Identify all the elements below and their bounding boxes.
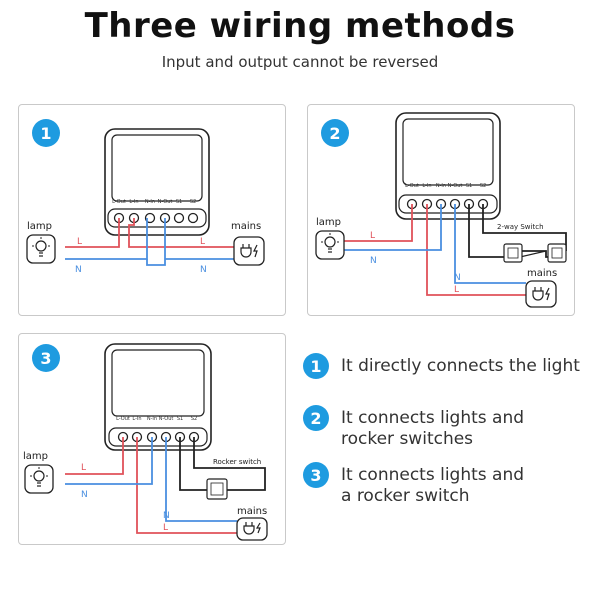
description-item-1: 1 It directly connects the light	[303, 353, 591, 379]
wire-neutral-lamp	[65, 437, 153, 485]
step-badge-3	[32, 344, 60, 372]
lamp-icon	[26, 234, 56, 264]
terminal-label: S1	[466, 183, 472, 189]
wire-label-n: N	[81, 490, 88, 500]
description-text: It connects lights and rocker switches	[341, 408, 525, 449]
page-subtitle: Input and output cannot be reversed	[161, 53, 439, 71]
mains-label: mains	[527, 268, 557, 279]
wire-neutral-bridge	[146, 218, 166, 266]
wire-label-l: L	[454, 285, 459, 295]
terminal-block	[398, 194, 498, 214]
module-face	[111, 349, 205, 417]
wire-label-l: L	[77, 237, 82, 247]
terminal-label: L-In	[132, 416, 141, 422]
wire-label-n: N	[200, 265, 207, 275]
wire-label-n: N	[75, 265, 82, 275]
switch-label: Rocker switch	[213, 458, 261, 466]
terminal-label: N-In	[145, 199, 155, 205]
mains-plug-icon	[525, 280, 557, 308]
terminal-label: S1	[177, 416, 183, 422]
switch-label: 2-way Switch	[497, 223, 544, 231]
wire-label-l: L	[200, 237, 205, 247]
description-number-badge: 1	[303, 353, 329, 379]
wire-live-mains	[426, 204, 526, 296]
wire-live-lamp	[65, 437, 124, 475]
terminal-label: N-In	[147, 416, 157, 422]
wire-label-n: N	[370, 256, 377, 266]
step-badge-1	[32, 119, 60, 147]
step-badge-number: 1	[40, 124, 51, 143]
wire-label-l: L	[81, 463, 86, 473]
terminal-label: L-Out	[112, 199, 126, 205]
description-number-badge: 3	[303, 462, 329, 488]
wire-s1	[179, 437, 207, 491]
description-number-badge: 2	[303, 405, 329, 431]
lamp-icon	[315, 230, 345, 260]
mains-label: mains	[237, 506, 267, 517]
terminal-label: N-Out	[158, 199, 173, 205]
terminal-label: N-In	[436, 183, 446, 189]
step-badge-number: 3	[40, 349, 51, 368]
two-way-switch-icon	[503, 243, 567, 263]
wire-neutral-mains	[165, 437, 237, 522]
terminal-label: N-Out	[448, 183, 463, 189]
wiring-diagram-2: 2 L-Out L-In N-In N-Out S1 S2 2-way Swit	[315, 112, 567, 308]
mains-label: mains	[231, 221, 261, 232]
page-title: Three wiring methods	[84, 6, 516, 46]
wire-label-n: N	[454, 273, 461, 283]
description-text: It connects lights and a rocker switch	[341, 465, 525, 506]
wire-label-l: L	[370, 231, 375, 241]
rocker-switch-icon	[206, 478, 228, 500]
terminal-label: L-Out	[405, 183, 419, 189]
wiring-diagram-3: 3 L-Out L-In N-In N-Out S1 S2 Rocker swi…	[23, 343, 268, 541]
wiring-panel-2: 2 L-Out L-In N-In N-Out S1 S2 2-way Swit	[307, 104, 575, 316]
module-face	[402, 118, 494, 186]
lamp-icon	[24, 464, 54, 494]
wire-live-mains	[136, 437, 237, 534]
terminal-label: L-Out	[116, 416, 130, 422]
wire-neutral-lamp	[344, 204, 442, 251]
terminal-label: S2	[190, 199, 196, 205]
terminal-label: S1	[176, 199, 182, 205]
wire-live-lamp	[65, 218, 120, 248]
terminal-label: N-Out	[159, 416, 174, 422]
module-face	[111, 134, 203, 202]
wire-s2	[482, 204, 567, 251]
wire-neutral-mains	[454, 204, 526, 284]
wiring-diagram-1: 1 L-Out L-In N-In N-Out S1 S2 L N L	[26, 119, 265, 275]
description-item-3: 3 It connects lights and a rocker switch	[303, 462, 536, 507]
step-badge-2	[321, 119, 349, 147]
wire-s2	[193, 437, 266, 491]
step-badge-number: 2	[329, 124, 340, 143]
lamp-label: lamp	[23, 451, 48, 462]
terminal-label: L-In	[422, 183, 431, 189]
wiring-panel-3: 3 L-Out L-In N-In N-Out S1 S2 Rocker swi…	[18, 333, 286, 545]
terminal-label: S2	[480, 183, 486, 189]
description-text: It directly connects the light	[341, 356, 580, 376]
mains-plug-icon	[236, 517, 268, 541]
mains-plug-icon	[233, 236, 265, 266]
lamp-label: lamp	[316, 217, 341, 228]
wire-label-l: L	[163, 523, 168, 533]
wiring-panel-1: 1 L-Out L-In N-In N-Out S1 S2 L N L	[18, 104, 286, 316]
lamp-label: lamp	[27, 221, 52, 232]
terminal-label: L-In	[129, 199, 138, 205]
description-item-2: 2 It connects lights and rocker switches	[303, 405, 526, 450]
wire-switch-link	[519, 250, 547, 258]
wire-live-lamp	[344, 204, 413, 242]
terminal-label: S2	[191, 416, 197, 422]
wire-s1	[468, 204, 508, 258]
wire-label-n: N	[163, 511, 170, 521]
